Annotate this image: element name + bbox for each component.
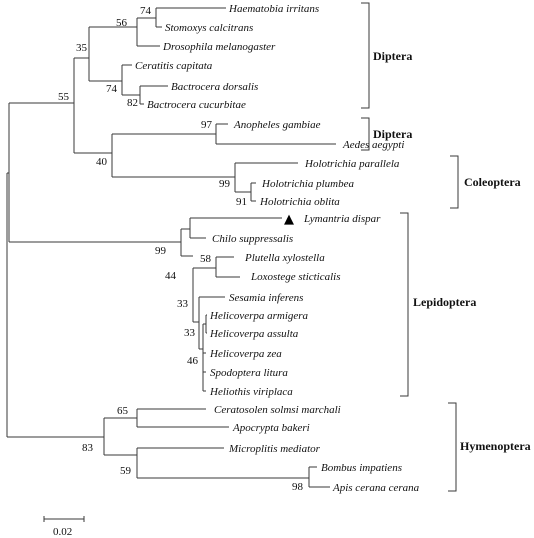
- group-label: Lepidoptera: [413, 295, 476, 309]
- bracket-diptera-1: [361, 2, 370, 109]
- bracket-diptera-2: [361, 117, 370, 151]
- taxon-label: Haematobia irritans: [228, 3, 319, 15]
- taxon-label: Sesamia inferens: [229, 292, 303, 304]
- bracket-lepidoptera: [400, 212, 409, 397]
- taxon-label: Lymantria dispar: [303, 213, 381, 225]
- taxon-label: Ceratitis capitata: [135, 60, 213, 72]
- bootstrap-value: 82: [127, 97, 138, 109]
- bootstrap-value: 99: [219, 178, 231, 190]
- taxon-label: Holotrichia plumbea: [261, 178, 354, 190]
- group-label: Diptera: [373, 127, 412, 141]
- taxon-label: Apocrypta bakeri: [232, 422, 310, 434]
- scale-bar: 0.02: [43, 516, 85, 538]
- bootstrap-value: 99: [155, 245, 167, 257]
- triangle-marker-icon: ▲: [284, 212, 294, 227]
- scale-bar-label: 0.02: [53, 526, 72, 538]
- bootstrap-value: 33: [184, 327, 196, 339]
- taxon-label: Bombus impatiens: [321, 462, 402, 474]
- bootstrap-value: 44: [165, 270, 177, 282]
- taxon-label: Drosophila melanogaster: [162, 41, 276, 53]
- taxon-label: Plutella xylostella: [244, 252, 325, 264]
- group-labels: Diptera Diptera Coleoptera Lepidoptera H…: [373, 49, 531, 453]
- bootstrap-value: 65: [117, 405, 129, 417]
- taxon-label: Helicoverpa zea: [209, 348, 282, 360]
- group-label: Coleoptera: [464, 175, 521, 189]
- bootstrap-value: 56: [116, 17, 128, 29]
- bootstrap-value: 59: [120, 465, 132, 477]
- bootstrap-value: 40: [96, 156, 108, 168]
- bootstrap-value: 55: [58, 91, 70, 103]
- bootstrap-value: 74: [140, 5, 152, 17]
- bootstrap-value: 98: [292, 481, 304, 493]
- taxon-label: Bactrocera cucurbitae: [147, 99, 246, 111]
- taxon-label: Helicoverpa armigera: [209, 310, 309, 322]
- bootstrap-value: 46: [187, 355, 199, 367]
- bootstrap-value: 33: [177, 298, 189, 310]
- taxon-label: Heliothis viriplaca: [209, 386, 293, 398]
- taxon-label: Stomoxys calcitrans: [165, 22, 253, 34]
- taxon-label: Helicoverpa assulta: [209, 328, 299, 340]
- taxon-label: Chilo suppressalis: [212, 233, 293, 245]
- bootstrap-value: 83: [82, 442, 94, 454]
- group-label: Hymenoptera: [460, 439, 531, 453]
- bootstrap-value: 35: [76, 42, 88, 54]
- bootstrap-value: 58: [200, 253, 212, 265]
- taxon-label: Microplitis mediator: [228, 443, 321, 455]
- branches: [6, 7, 336, 488]
- taxon-label: Holotrichia oblita: [259, 196, 340, 208]
- bootstrap-value: 97: [201, 119, 213, 131]
- bracket-coleoptera: [450, 155, 459, 209]
- taxon-label: Spodoptera litura: [210, 367, 288, 379]
- bootstrap-value: 91: [236, 196, 247, 208]
- taxon-label: Anopheles gambiae: [233, 119, 321, 131]
- taxon-label: Apis cerana cerana: [332, 482, 420, 494]
- bootstrap-values: 74 56 35 74 82 55 97 40 99 91 99 44 58 3…: [58, 5, 304, 493]
- taxon-label: Aedes aegypti: [342, 139, 404, 151]
- taxon-labels: Haematobia irritans Stomoxys calcitrans …: [135, 3, 420, 494]
- taxon-label: Bactrocera dorsalis: [171, 81, 258, 93]
- bootstrap-value: 74: [106, 83, 118, 95]
- bracket-hymenoptera: [448, 402, 457, 492]
- taxon-label: Ceratosolen solmsi marchali: [214, 404, 341, 416]
- group-label: Diptera: [373, 49, 412, 63]
- taxon-label: Loxostege sticticalis: [250, 271, 341, 283]
- taxon-label: Holotrichia parallela: [304, 158, 400, 170]
- group-brackets: [361, 2, 459, 492]
